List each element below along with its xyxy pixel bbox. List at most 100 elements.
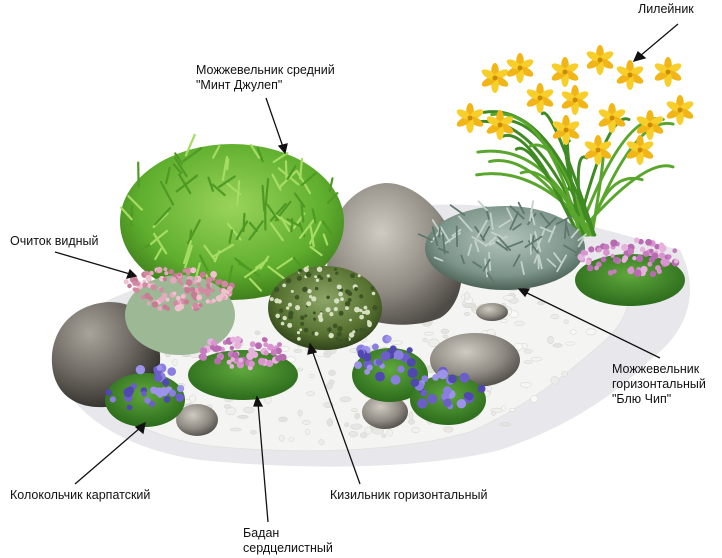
juniper-mint-sprig: [203, 244, 217, 262]
pebble: [408, 411, 414, 420]
bellflower-flower: [477, 385, 486, 393]
pebble: [350, 423, 363, 430]
sedum-floret: [221, 288, 227, 294]
sedum-floret: [146, 301, 151, 306]
juniper-blue-sprig: [553, 252, 562, 263]
pebble: [486, 385, 492, 392]
daylily-center: [537, 95, 543, 101]
cotoneaster-leaf: [298, 268, 303, 273]
cotoneaster-leaf: [300, 321, 305, 326]
label-sedum: Очиток видный: [10, 234, 98, 249]
bergenia-floret: [238, 357, 244, 363]
cotoneaster-leaf: [285, 278, 292, 284]
sedum-floret: [142, 282, 148, 288]
sedum-floret: [185, 267, 192, 274]
bellflower-flower: [465, 392, 474, 401]
pebble: [519, 382, 533, 388]
bellflower-flower: [354, 361, 362, 369]
sedum-floret: [177, 303, 185, 310]
juniper-blue-sprig: [556, 254, 568, 273]
juniper-mint-sprig: [292, 256, 305, 270]
daylily-petal: [456, 109, 472, 120]
daylily-center: [497, 122, 503, 128]
bergenia-floret: [656, 269, 662, 274]
pebble: [442, 334, 449, 339]
label-bergenia: Бадан сердцелистный: [243, 526, 333, 556]
juniper-blue-sprig: [438, 227, 441, 238]
leader-bellflower: [74, 427, 141, 485]
bellflower-flower: [459, 372, 470, 383]
daylily-petal: [526, 89, 542, 100]
pebble: [354, 412, 360, 420]
bergenia-center-flowers: [198, 336, 287, 371]
daylily-leaf: [519, 170, 590, 237]
cotoneaster-leaf: [334, 267, 337, 271]
arrow-juniper-mint: [277, 143, 288, 155]
juniper-mint-sprig: [149, 229, 169, 246]
bellflower-flower: [123, 387, 134, 398]
cotoneaster-leaf: [299, 328, 303, 332]
bergenia-floret: [248, 360, 255, 367]
sedum-floret: [196, 282, 201, 287]
daylily-petal: [598, 58, 614, 69]
juniper-blue-sprig: [498, 219, 511, 228]
juniper-mint-sprig: [212, 243, 234, 258]
cotoneaster-leaf: [326, 295, 330, 300]
bergenia-floret: [673, 258, 679, 264]
bellflower-flower: [427, 394, 438, 404]
pebble: [422, 337, 428, 343]
daylily-flowers: [456, 45, 694, 165]
daylily-petal: [616, 66, 632, 77]
bellflower-flower: [135, 365, 146, 375]
label-juniper-mint-julep: Можжевельник средний "Минт Джулеп": [196, 63, 335, 93]
daylily-center: [609, 115, 615, 121]
pebble: [328, 369, 336, 376]
bellflower-flower: [432, 374, 439, 381]
bergenia-floret: [199, 353, 208, 361]
stone-small-left: [176, 404, 218, 436]
cotoneaster-leaf: [326, 274, 330, 278]
pebble: [254, 330, 261, 335]
cotoneaster-leaf: [371, 291, 376, 296]
pebble: [463, 312, 471, 316]
bellflower-flower: [417, 398, 428, 409]
bergenia-floret: [621, 257, 627, 263]
pebble: [172, 358, 178, 366]
daylily-center: [563, 127, 569, 133]
sedum-floret: [199, 271, 206, 278]
daylily-petal: [468, 116, 484, 127]
bergenia-floret: [649, 248, 654, 254]
daylily-flower: [586, 45, 614, 75]
bergenia-floret: [249, 341, 256, 348]
pebble: [552, 343, 563, 348]
pebble: [550, 313, 560, 320]
bergenia-floret: [645, 238, 652, 246]
sedum-floret: [158, 296, 165, 303]
cotoneaster-leaf: [336, 331, 343, 337]
label-juniper-mint-line1: Можжевельник средний: [196, 63, 335, 77]
daylily-center: [467, 115, 473, 121]
pebble: [563, 319, 569, 324]
juniper-blue-sprig: [467, 243, 473, 256]
cotoneaster-leaf: [314, 286, 319, 291]
cotoneaster-leaf: [350, 273, 356, 279]
pebble: [305, 391, 316, 396]
cotoneaster-leaf: [370, 286, 375, 291]
daylily-petal: [628, 73, 644, 84]
bergenia-right-plant: [575, 237, 685, 306]
daylily-leaf: [529, 143, 590, 237]
sedum-floret: [192, 302, 199, 309]
cotoneaster-leaf: [337, 326, 343, 332]
cotoneaster-leaf: [306, 301, 312, 307]
bellflower-flower: [406, 347, 413, 354]
bellflower-flower: [363, 352, 372, 362]
cotoneaster-leaf: [335, 271, 339, 275]
bellflower-flower: [397, 365, 405, 373]
juniper-blue-sprig: [546, 258, 557, 268]
juniper-blue-sprig: [449, 204, 466, 216]
cotoneaster-leaf: [319, 276, 324, 280]
bergenia-floret: [607, 270, 614, 276]
sedum-floret: [182, 268, 187, 273]
cotoneaster-leaf: [319, 312, 323, 316]
pebble: [296, 367, 304, 372]
